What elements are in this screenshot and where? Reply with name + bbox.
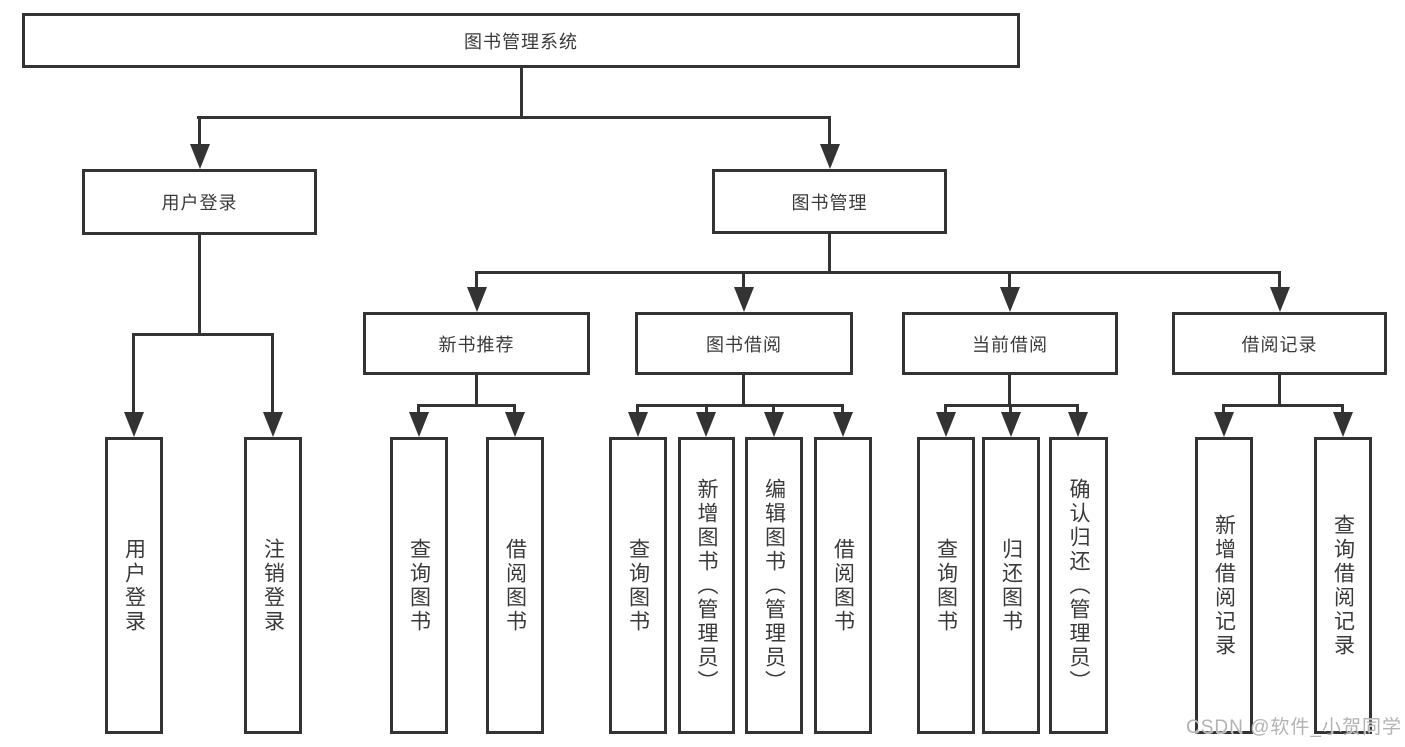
connector-line — [828, 116, 831, 147]
node-library-system-label: 图书管理系统 — [464, 31, 578, 52]
leaf-borrow-books-recommend-label: 借阅图书 — [503, 537, 527, 634]
leaf-query-books-current-label: 查询图书 — [934, 537, 958, 634]
node-borrow-records-label: 借阅记录 — [1241, 334, 1318, 355]
node-current-borrow: 当前借阅 — [902, 312, 1118, 375]
connector-line — [475, 375, 478, 406]
leaf-logout-label: 注销登录 — [261, 537, 285, 634]
node-new-book-recommend: 新书推荐 — [363, 312, 590, 375]
leaf-query-borrow-record: 查询借阅记录 — [1314, 437, 1372, 734]
arrow-down-icon — [1000, 287, 1020, 312]
connector-line — [636, 404, 844, 407]
node-book-borrow: 图书借阅 — [635, 312, 853, 375]
arrow-down-icon — [1214, 412, 1234, 437]
connector-line — [742, 271, 745, 289]
connector-line — [742, 375, 745, 406]
arrow-down-icon — [734, 287, 754, 312]
arrow-down-icon — [936, 412, 956, 437]
connector-line — [520, 68, 523, 117]
connector-line — [1341, 404, 1344, 414]
arrow-down-icon — [1333, 412, 1353, 437]
csdn-watermark: CSDN @软件_小贺同学 — [1186, 717, 1402, 738]
connector-line — [772, 404, 775, 414]
arrow-down-icon — [1001, 412, 1021, 437]
connector-line — [198, 116, 201, 147]
connector-line — [1008, 375, 1011, 406]
arrow-down-icon — [833, 412, 853, 437]
connector-line — [1222, 404, 1225, 414]
node-current-borrow-label: 当前借阅 — [972, 334, 1048, 355]
connector-line — [1278, 271, 1281, 289]
leaf-user-login: 用户登录 — [105, 437, 163, 734]
arrow-down-icon — [820, 144, 840, 169]
arrow-down-icon — [505, 412, 525, 437]
leaf-borrow-books: 借阅图书 — [814, 437, 872, 734]
node-library-system: 图书管理系统 — [22, 13, 1020, 68]
leaf-return-books: 归还图书 — [982, 437, 1040, 734]
connector-line — [1076, 404, 1079, 414]
arrow-down-icon — [696, 412, 716, 437]
connector-line — [475, 271, 478, 289]
connector-line — [1278, 375, 1281, 406]
node-user-login-label: 用户登录 — [161, 193, 238, 213]
arrow-down-icon — [467, 287, 487, 312]
node-book-borrow-label: 图书借阅 — [706, 334, 782, 355]
arrow-down-icon — [409, 412, 429, 437]
connector-line — [198, 234, 201, 334]
connector-line — [417, 404, 420, 414]
arrow-down-icon — [764, 412, 784, 437]
leaf-query-books-recommend: 查询图书 — [390, 437, 448, 734]
leaf-edit-books-admin: 编辑图书（管理员） — [745, 437, 803, 734]
leaf-add-borrow-record: 新增借阅记录 — [1195, 437, 1253, 734]
connector-line — [636, 404, 639, 414]
node-book-management-label: 图书管理 — [791, 192, 868, 213]
connector-line — [513, 404, 516, 414]
connector-line — [705, 404, 708, 414]
connector-line — [132, 333, 274, 336]
leaf-borrow-books-label: 借阅图书 — [831, 537, 855, 634]
arrow-down-icon — [190, 144, 210, 169]
connector-line — [197, 116, 831, 119]
node-user-login: 用户登录 — [82, 169, 317, 235]
connector-line — [828, 234, 831, 274]
connector-line — [475, 271, 1281, 274]
node-new-book-recommend-label: 新书推荐 — [438, 334, 515, 355]
node-borrow-records: 借阅记录 — [1172, 312, 1387, 375]
connector-line — [417, 404, 516, 407]
connector-line — [132, 333, 135, 414]
leaf-add-books-admin-label: 新增图书（管理员） — [695, 477, 718, 694]
connector-line — [944, 404, 947, 414]
connector-line — [1009, 404, 1012, 414]
leaf-confirm-return-admin: 确认归还（管理员） — [1049, 437, 1108, 734]
leaf-add-borrow-record-label: 新增借阅记录 — [1212, 513, 1236, 658]
connector-line — [841, 404, 844, 414]
node-book-management: 图书管理 — [712, 169, 947, 234]
leaf-user-login-label: 用户登录 — [122, 537, 146, 634]
leaf-query-books-borrow: 查询图书 — [609, 437, 667, 734]
leaf-query-books-borrow-label: 查询图书 — [626, 537, 650, 634]
leaf-query-borrow-record-label: 查询借阅记录 — [1331, 513, 1355, 658]
arrow-down-icon — [1270, 287, 1290, 312]
leaf-edit-books-admin-label: 编辑图书（管理员） — [762, 477, 786, 694]
leaf-return-books-label: 归还图书 — [999, 537, 1023, 634]
arrow-down-icon — [1068, 412, 1088, 437]
leaf-logout: 注销登录 — [244, 437, 302, 734]
leaf-query-books-recommend-label: 查询图书 — [407, 537, 431, 634]
connector-line — [1008, 271, 1011, 289]
leaf-query-books-current: 查询图书 — [917, 437, 975, 734]
connector-line — [271, 333, 274, 414]
connector-line — [1222, 404, 1344, 407]
leaf-confirm-return-admin-label: 确认归还（管理员） — [1067, 477, 1090, 694]
leaf-borrow-books-recommend: 借阅图书 — [486, 437, 544, 734]
arrow-down-icon — [628, 412, 648, 437]
arrow-down-icon — [124, 412, 144, 437]
leaf-add-books-admin: 新增图书（管理员） — [678, 437, 735, 734]
arrow-down-icon — [263, 412, 283, 437]
